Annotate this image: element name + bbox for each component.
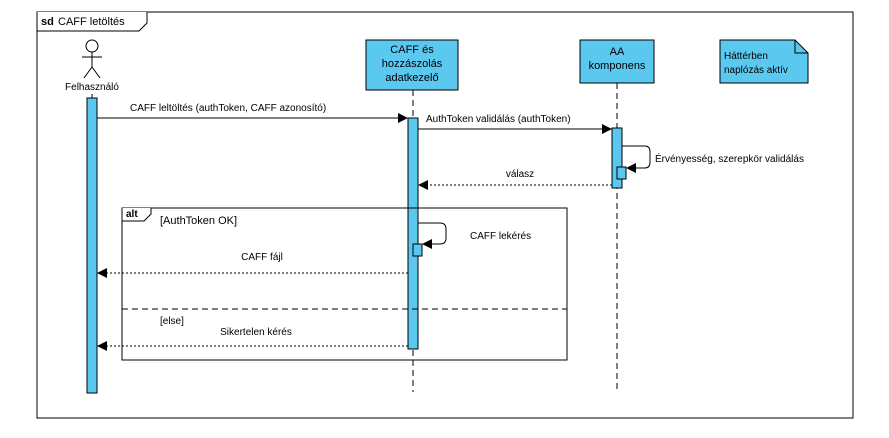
user-activation (86, 97, 98, 394)
handler-lifeline-head (365, 39, 459, 91)
aa-label-line2: komponens (589, 60, 646, 72)
aa-label-line1: AA (610, 46, 625, 58)
alt-guard-else: [else] (160, 316, 184, 327)
message-caff-fetch-label: CAFF lekérés (470, 231, 531, 242)
aa-self-activation (616, 166, 627, 180)
message-response-label: válasz (506, 169, 534, 180)
alt-fragment-tab (121, 208, 152, 222)
note-shape (719, 39, 809, 84)
handler-self-activation (412, 243, 423, 257)
user-actor-label: Felhasználó (65, 82, 119, 93)
alt-guard-ok: [AuthToken OK] (160, 215, 237, 227)
aa-lifeline-head (579, 39, 655, 84)
alt-fragment (121, 207, 568, 361)
message-validity-check-label: Érvényesség, szerepkör validálás (655, 152, 804, 165)
note-line1: Háttérben (724, 51, 768, 62)
diagram-frame (36, 11, 854, 419)
aa-activation (611, 127, 623, 189)
user-actor-icon (82, 39, 102, 79)
alt-operator: alt (126, 209, 138, 220)
message-caff-download-label: CAFF leltöltés (authToken, CAFF azonosít… (130, 103, 326, 114)
handler-label-line3: adatkezelő (385, 72, 438, 84)
handler-activation (407, 117, 419, 350)
message-authtoken-validate-label: AuthToken validálás (authToken) (426, 114, 571, 125)
note-fold (794, 40, 808, 54)
message-failed-request-label: Sikertelen kérés (220, 327, 292, 338)
frame-label-tab (36, 12, 148, 32)
frame-keyword: sd (41, 16, 54, 28)
note-line2: naplózás aktív (724, 65, 788, 76)
handler-label-line1: CAFF és (390, 44, 434, 56)
frame-title: CAFF letöltés (58, 16, 125, 28)
message-caff-file-label: CAFF fájl (241, 252, 283, 263)
message-validity-check-arrow (622, 145, 651, 173)
message-caff-fetch-arrow (418, 222, 447, 249)
handler-label-line2: hozzászolás (382, 58, 443, 70)
